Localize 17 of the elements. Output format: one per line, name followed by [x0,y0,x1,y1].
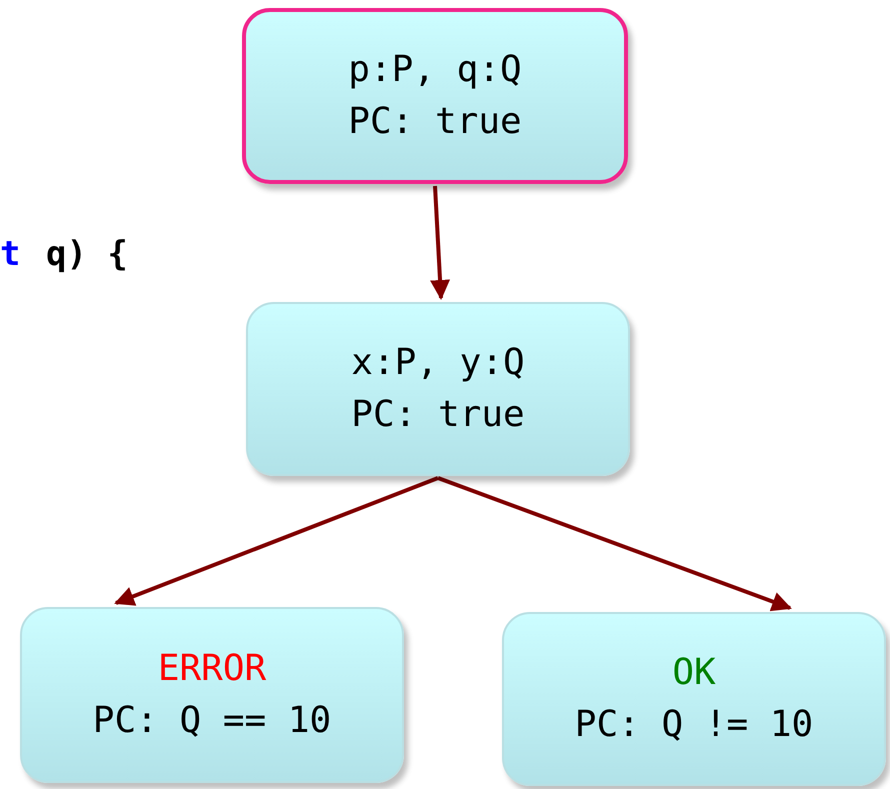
state-box [502,612,886,786]
code-text: t [0,234,20,274]
arrow [114,476,439,606]
state-box [242,8,628,184]
state-text: ERROR [158,647,266,691]
state-text: OK [672,651,716,695]
arrow [437,476,792,612]
state-text: x:P, y:Q [351,341,525,385]
state-text: PC: true [348,100,522,144]
code-text: q) { [46,234,128,274]
state-text: p:P, q:Q [348,48,522,92]
state-text: PC: Q != 10 [574,703,814,747]
state-text: PC: true [351,393,525,437]
state-box [246,302,630,476]
arrow [430,186,450,300]
state-box [20,607,404,783]
state-text: PC: Q == 10 [92,699,332,743]
